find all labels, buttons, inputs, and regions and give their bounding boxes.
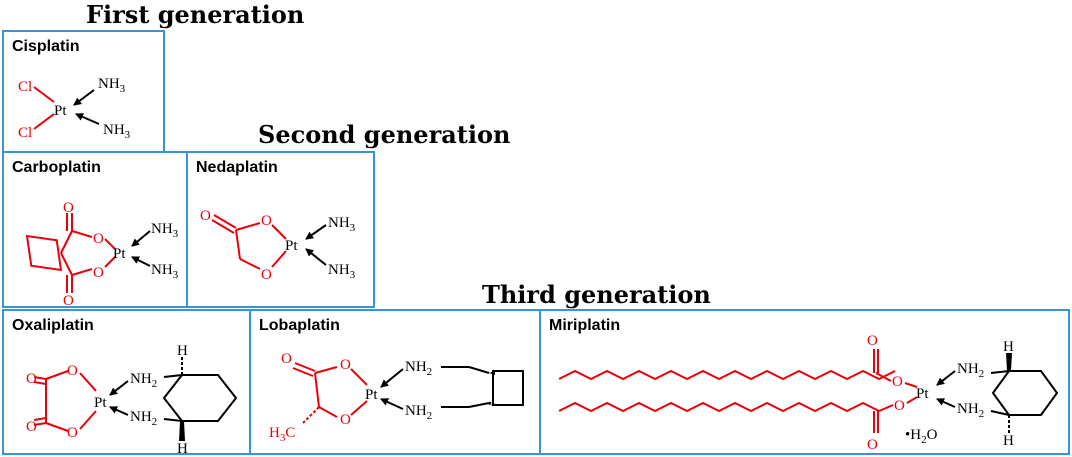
cl-atom-top: Cl — [18, 79, 32, 95]
pt-atom: Pt — [365, 387, 378, 403]
ester-o-bottom: O — [894, 398, 905, 414]
cl-bond-bottom — [33, 113, 55, 130]
nh2-bottom: NH2 — [130, 409, 157, 428]
ester-o-top: O — [67, 363, 78, 379]
ester-o-top: O — [892, 374, 903, 390]
cyclobutane-ring — [25, 234, 63, 272]
pt-atom: Pt — [113, 246, 126, 262]
cisplatin-label: Cisplatin — [12, 38, 80, 55]
nh2-top: NH2 — [405, 359, 432, 378]
cyclobutane-ring — [492, 370, 524, 406]
nh2-bottom: NH2 — [405, 403, 432, 422]
nh2-top: NH2 — [130, 371, 157, 390]
nh3-bottom: NH3 — [103, 122, 131, 141]
ether-o: O — [261, 267, 272, 283]
nh3-top: NH3 — [98, 76, 126, 95]
carbonyl-o-bottom: O — [867, 437, 878, 453]
h-atom-bottom: H — [1003, 433, 1014, 449]
water-of-hydration: •H2O — [905, 427, 938, 446]
nh2-top: NH2 — [957, 361, 984, 380]
myristate-chain-bottom — [558, 401, 880, 413]
second-generation-heading: Second generation — [258, 120, 511, 149]
nedaplatin-box: Nedaplatin O O O Pt NH3 NH3 — [186, 151, 375, 308]
carbonyl-o: O — [200, 208, 211, 224]
cisplatin-box: Cisplatin Cl Cl Pt NH3 NH3 — [2, 30, 165, 153]
nedaplatin-label: Nedaplatin — [196, 159, 278, 176]
lobaplatin-label: Lobaplatin — [259, 317, 340, 334]
miriplatin-structure: O O O O Pt NH2 NH2 H H •H2O — [558, 333, 1059, 453]
ester-o-top: O — [93, 231, 104, 247]
pt-atom: Pt — [94, 395, 107, 411]
oxaliplatin-structure: O O O O Pt NH2 NH2 H H — [26, 343, 238, 457]
cyclohexane-ring — [991, 370, 1059, 416]
pt-atom: Pt — [916, 386, 929, 402]
pt-atom: Pt — [285, 238, 298, 254]
ester-o: O — [340, 357, 351, 373]
nh3-top: NH3 — [151, 221, 179, 240]
cisplatin-structure: Cl Cl Pt NH3 NH3 — [18, 76, 131, 141]
pt-atom: Pt — [54, 103, 67, 119]
nh3-bond-top — [73, 89, 95, 106]
ester-o-bottom: O — [67, 425, 78, 441]
methyl-h3c: H3C — [269, 425, 295, 444]
myristate-chain-top — [558, 369, 896, 381]
nh3-bottom: NH3 — [151, 262, 179, 281]
nh3-top: NH3 — [328, 215, 356, 234]
nh3-bottom: NH3 — [328, 262, 356, 281]
carbonyl-o-top: O — [63, 200, 74, 216]
carboplatin-box: Carboplatin O O O O Pt NH3 NH3 — [2, 151, 188, 309]
h-atom-bottom: H — [177, 441, 188, 457]
carbonyl-o-bottom: O — [63, 293, 74, 309]
carbonyl-o: O — [281, 351, 292, 367]
miriplatin-box: Miriplatin O O O O Pt NH2 — [539, 309, 1070, 455]
ester-o-bottom: O — [93, 265, 104, 281]
cyclohexane-ring — [162, 374, 238, 422]
cl-atom-bottom: Cl — [18, 125, 32, 141]
nh3-bond-bottom — [75, 113, 100, 125]
first-generation-heading: First generation — [86, 0, 305, 29]
ether-o: O — [340, 412, 351, 428]
lobaplatin-structure: O O O Pt H3C NH2 NH2 — [269, 351, 524, 444]
miriplatin-label: Miriplatin — [549, 317, 621, 334]
oxaliplatin-label: Oxaliplatin — [12, 317, 94, 334]
carbonyl-o-top: O — [867, 333, 878, 349]
lobaplatin-box: Lobaplatin O O O Pt H3C NH2 NH2 — [249, 309, 541, 455]
carboplatin-structure: O O O O Pt NH3 NH3 — [25, 200, 179, 309]
carbonyl-o-top: O — [26, 371, 37, 387]
h-atom-top: H — [177, 343, 188, 359]
cl-bond-top — [33, 86, 55, 103]
carbonyl-o-bottom: O — [26, 419, 37, 435]
ester-o: O — [261, 213, 272, 229]
third-generation-heading: Third generation — [482, 280, 711, 309]
h-atom-top: H — [1003, 339, 1014, 355]
oxaliplatin-box: Oxaliplatin O O O O Pt NH2 NH2 H — [2, 309, 251, 457]
carboplatin-label: Carboplatin — [12, 159, 101, 176]
nh2-bottom: NH2 — [957, 401, 984, 420]
nedaplatin-structure: O O O Pt NH3 NH3 — [200, 208, 356, 283]
